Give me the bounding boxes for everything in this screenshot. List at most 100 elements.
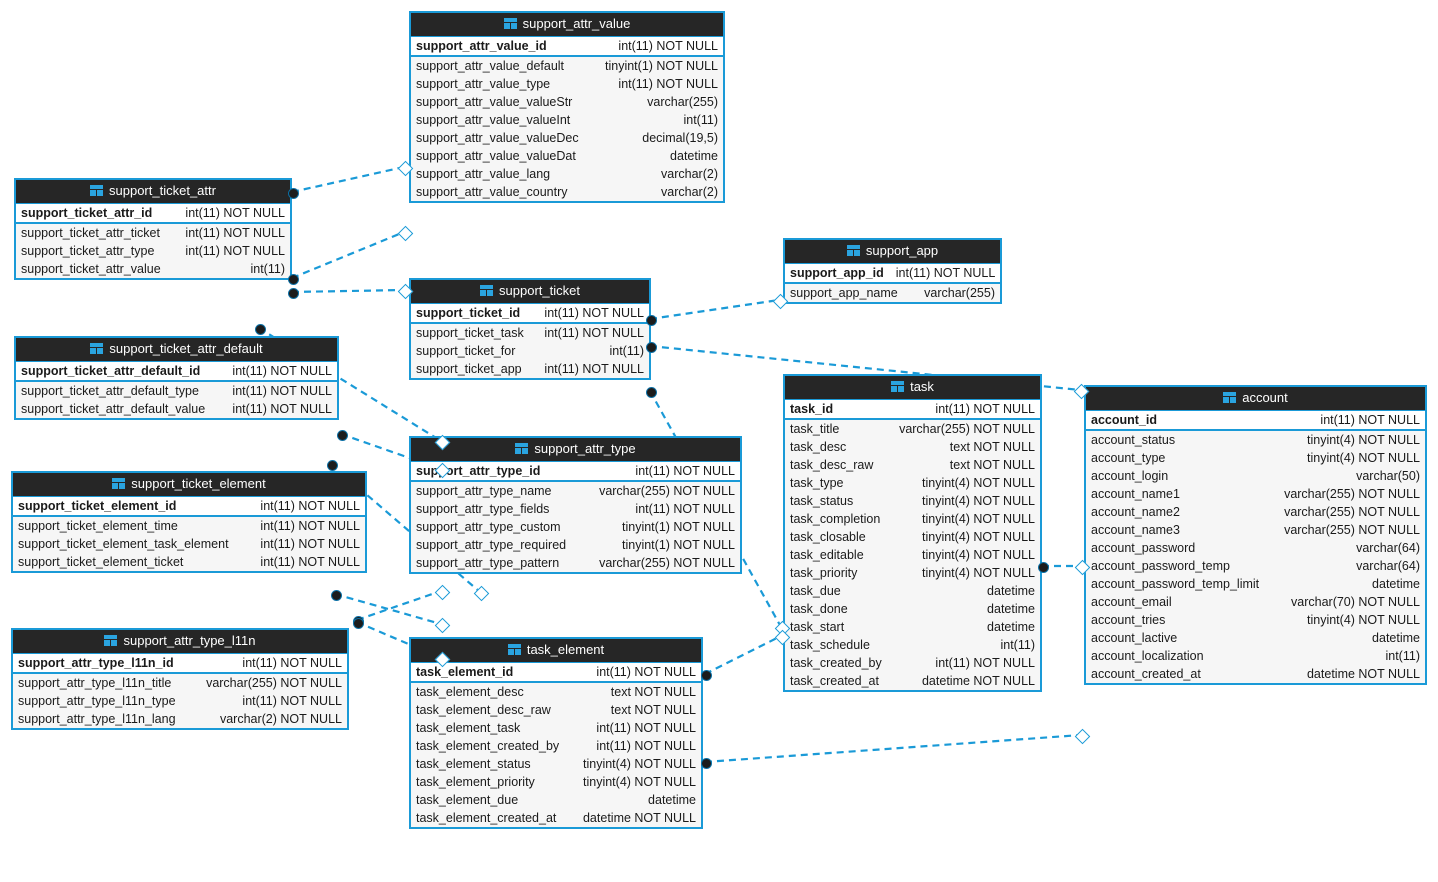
entity-header[interactable]: support_attr_value (411, 13, 723, 36)
entity-header[interactable]: support_app (785, 240, 1000, 263)
entity-header[interactable]: support_attr_type (411, 438, 740, 461)
entity-header[interactable]: support_ticket_attr_default (16, 338, 337, 361)
entity-header[interactable]: support_attr_type_l11n (13, 630, 347, 653)
entity-header[interactable]: support_ticket_attr (16, 180, 290, 203)
relationship-line[interactable] (649, 298, 780, 321)
entity-header[interactable]: task_element (411, 639, 701, 662)
relationship-line[interactable] (356, 589, 442, 622)
relationship-line[interactable] (291, 165, 405, 194)
relationship-line[interactable] (291, 230, 405, 280)
relationship-line[interactable] (704, 733, 1082, 764)
entity-header[interactable]: support_ticket_element (13, 473, 365, 496)
entity-header[interactable]: support_ticket (411, 280, 649, 303)
entity-header[interactable]: account (1086, 387, 1425, 410)
relationship-line[interactable] (704, 635, 782, 675)
